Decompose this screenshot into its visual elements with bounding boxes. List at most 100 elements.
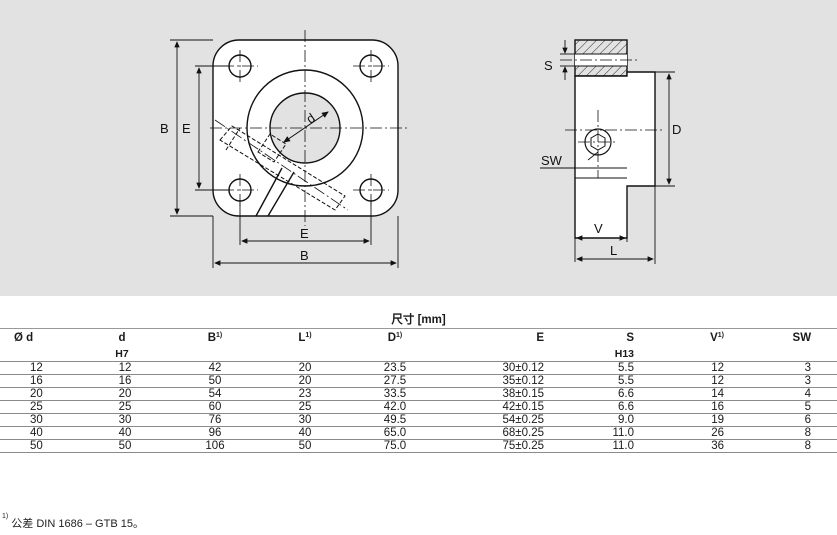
table-cell: 6.6 [550,400,640,414]
table-cell: 42.0 [350,400,440,414]
table-cell: 27.5 [350,374,440,388]
table-cell: 12 [0,361,80,375]
label-B-left: B [160,121,169,136]
table-cell: 20 [260,374,350,388]
table-cell: 40 [80,426,170,440]
tolerance-cell: H13 [614,348,634,360]
table-cell: 8 [730,439,837,453]
tolerance-cell [730,347,837,362]
table-cell: 6 [730,413,837,427]
table-cell: 50 [260,439,350,453]
table-cell: 5.5 [550,361,640,375]
table-cell: 49.5 [350,413,440,427]
table-cell: 6.6 [550,387,640,401]
dim-E-vertical [195,65,230,191]
dim-B-vertical [170,39,213,217]
dim-S [560,40,575,80]
table-cell: 16 [640,400,730,414]
table-cell: 76 [170,413,260,427]
tolerance-cell [350,347,440,362]
table-cell: 75.0 [350,439,440,453]
footnote-mark: 1) [2,513,9,520]
column-header: V1) [640,328,730,347]
table-cell: 11.0 [550,439,640,453]
dim-L [576,186,656,264]
dimensions-table: 尺寸 [mm] Ø d d B1) L1) D1) E S V1) SW H7 … [0,312,837,453]
table-cell: 5 [730,400,837,414]
tolerance-cell [260,347,350,362]
tolerance-row: H7 H13 [0,347,837,362]
label-B-bottom: B [300,248,309,263]
table-cell: 54±0.25 [440,413,550,427]
label-SW: SW [541,153,563,168]
table-cell: 12 [640,361,730,375]
table-cell: 20 [0,387,80,401]
label-V: V [594,221,603,236]
table-cell: 36 [640,439,730,453]
table-cell: 23.5 [350,361,440,375]
table-cell: 20 [80,387,170,401]
dim-V [574,235,628,262]
table-cell: 96 [170,426,260,440]
table-cell: 75±0.25 [440,439,550,453]
table-caption: 尺寸 [mm] [391,314,446,326]
table-cell: 25 [80,400,170,414]
label-D: D [672,122,681,137]
table-cell: 19 [640,413,730,427]
column-header: E [440,328,550,347]
tolerance-cell: H7 [115,348,129,360]
table-cell: 30 [260,413,350,427]
side-view [574,39,656,239]
column-header: B1) [170,328,260,347]
table-cell: 25 [260,400,350,414]
table-cell: 30 [0,413,80,427]
technical-drawing: B E d E B [160,30,681,268]
table-cell: 50 [0,439,80,453]
table-cell: 42±0.15 [440,400,550,414]
table-cell: 16 [80,374,170,388]
table-cell: 26 [640,426,730,440]
column-header: d [80,328,170,347]
table-cell: 42 [170,361,260,375]
table-cell: 25 [0,400,80,414]
footnote-text: 公差 DIN 1686 – GTB 15。 [11,518,144,530]
tolerance-cell [0,347,80,362]
table-cell: 54 [170,387,260,401]
clamp-screw-hidden [219,125,346,211]
table-cell: 38±0.15 [440,387,550,401]
tolerance-cell [440,347,550,362]
column-header: Ø d [0,328,80,347]
table-cell: 4 [730,387,837,401]
table-cell: 11.0 [550,426,640,440]
footnote: 1) 公差 DIN 1686 – GTB 15。 [2,513,144,531]
tolerance-cell [640,347,730,362]
table-cell: 65.0 [350,426,440,440]
table-cell: 9.0 [550,413,640,427]
label-E-left: E [182,121,191,136]
column-header: L1) [260,328,350,347]
table-cell: 20 [260,361,350,375]
table-cell: 30±0.12 [440,361,550,375]
table-cell: 14 [640,387,730,401]
table-cell: 40 [260,426,350,440]
front-view [210,30,410,226]
table-cell: 35±0.12 [440,374,550,388]
table-cell: 33.5 [350,387,440,401]
table-cell: 106 [170,439,260,453]
dim-E-horizontal [239,200,372,245]
table-cell: 12 [640,374,730,388]
table-cell: 40 [0,426,80,440]
label-E-bottom: E [300,226,309,241]
table-cell: 50 [80,439,170,453]
column-header: SW [730,328,837,347]
technical-drawing-panel: B E d E B [0,0,837,296]
label-L: L [610,243,617,258]
clamp-slot [255,167,295,217]
table-cell: 60 [170,400,260,414]
